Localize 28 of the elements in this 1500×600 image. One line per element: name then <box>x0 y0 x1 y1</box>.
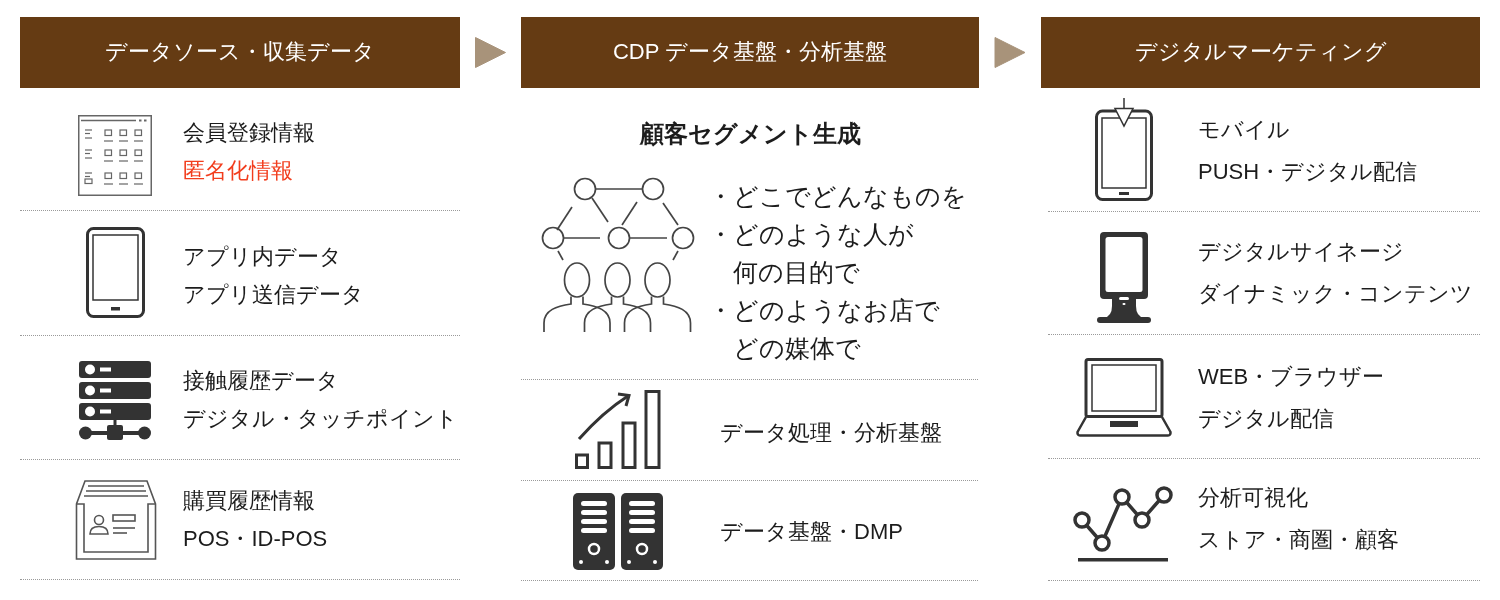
header-bar <box>521 17 979 88</box>
bullet-item: ・どのような人が何の目的で <box>708 219 915 288</box>
highlight-label: 匿名化情報 <box>183 157 293 185</box>
item-label: データ基盤・DMP <box>720 518 903 546</box>
bullet-item: ・どこでどんなものを <box>708 181 968 212</box>
item-label: デジタル・タッチポイント <box>183 405 458 433</box>
bullet-item: ・どのようなお店でどの媒体で <box>708 295 941 364</box>
item-label: アプリ送信データ <box>183 281 364 309</box>
item-label: 分析可視化 <box>1198 484 1308 512</box>
item-label: デジタルサイネージ <box>1198 238 1404 266</box>
item-label: ストア・商圏・顧客 <box>1198 526 1399 554</box>
item-label: デジタル配信 <box>1198 405 1334 433</box>
section-title: 顧客セグメント生成 <box>639 119 861 149</box>
item-label: 購買履歴情報 <box>183 487 315 515</box>
item-label: 接触履歴データ <box>183 367 339 395</box>
item-label: WEB・ブラウザー <box>1198 363 1385 391</box>
item-label: データ処理・分析基盤 <box>720 419 942 447</box>
header-bar <box>1041 17 1480 88</box>
item-label: 会員登録情報 <box>183 119 315 147</box>
item-label: ダイナミック・コンテンツ <box>1198 280 1473 308</box>
item-label: POS・ID-POS <box>183 525 328 553</box>
header-title: データソース・収集データ <box>105 38 375 67</box>
item-label: モバイル <box>1198 116 1290 144</box>
item-label: アプリ内データ <box>183 243 342 271</box>
header-bar <box>20 17 460 88</box>
header-title: CDP データ基盤・分析基盤 <box>612 38 888 67</box>
item-label: PUSH・デジタル配信 <box>1198 158 1418 186</box>
header-title: デジタルマーケティング <box>1134 38 1387 67</box>
